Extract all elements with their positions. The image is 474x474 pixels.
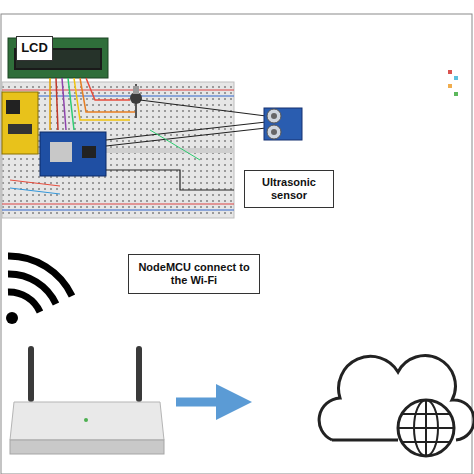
breadboard xyxy=(2,82,234,218)
frame xyxy=(1,14,472,474)
label-text: Ultrasonic sensor xyxy=(250,176,328,201)
power-module xyxy=(2,92,38,154)
label-text: NodeMCU connect to the Wi-Fi xyxy=(135,261,253,286)
corner-icon xyxy=(448,70,458,96)
label-box: LCD xyxy=(16,36,53,61)
lcd-wires xyxy=(50,78,135,130)
potentiometer xyxy=(130,84,142,118)
nodemcu-board xyxy=(40,132,106,176)
cloud-globe-icon xyxy=(319,356,474,456)
wifi-icon xyxy=(6,256,72,324)
label-box: NodeMCU connect to the Wi-Fi xyxy=(128,254,260,294)
jumper-wires xyxy=(10,130,200,194)
sensor-wires xyxy=(106,100,266,190)
label-text: LCD xyxy=(21,41,48,56)
router xyxy=(10,346,164,454)
label-box: Ultrasonic sensor xyxy=(244,170,334,208)
ultrasonic-sensor xyxy=(264,108,302,140)
flow-arrow xyxy=(176,398,234,407)
